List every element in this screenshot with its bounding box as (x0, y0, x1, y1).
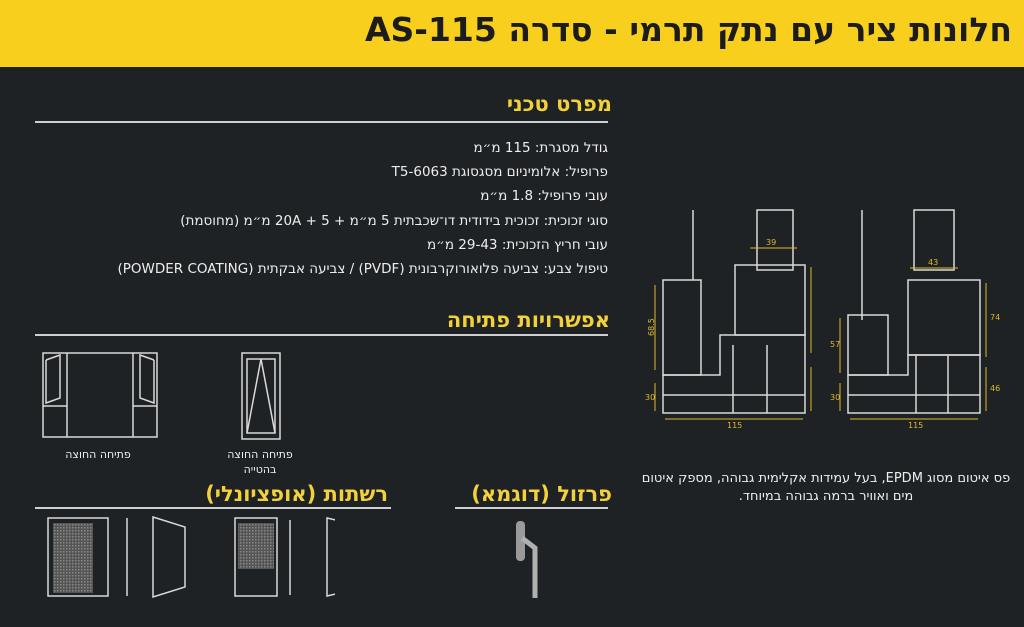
dim-height-left: 68.5 (647, 318, 656, 336)
spec-list: גודל מסגרת: 115 מ״מ פרופיל: אלומיניום מס… (117, 136, 608, 281)
screens-title: רשתות (אופציונלי) (205, 482, 388, 506)
dim-height-top: 74 (990, 313, 1000, 322)
screens-drawing (47, 515, 335, 599)
dim-glass: 39 (766, 238, 776, 247)
dim-glass: 43 (928, 258, 938, 267)
divider (35, 121, 608, 123)
spec-item: עובי חריץ הזכוכית: 29-43 מ״מ (426, 236, 608, 253)
outward-window-drawing (42, 352, 158, 438)
spec-item: פרופיל: אלומיניום מסגסוגת 6063-T5 (391, 164, 608, 181)
dim-bottom-left: 30 (645, 393, 655, 402)
dim-bottom-right: 46 (990, 384, 1000, 393)
page-title: חלונות ציר עם נתק תרמי - סדרה AS-115 (364, 10, 1012, 49)
divider (35, 334, 608, 336)
epdm-note: פס איטום מסוג EPDM, בעל עמידות אקלימית ג… (641, 471, 1011, 504)
tilt-window-drawing (241, 352, 281, 440)
spec-item: טיפול צבע: צביעה פלואורוקרבונית (PVDF) /… (117, 261, 608, 278)
dim-bottom-left: 30 (830, 393, 840, 402)
option-label: פתיחה החוצה בהטייה (227, 448, 293, 476)
dim-height-left: 57 (830, 340, 840, 349)
section-drawing-right: 43 57 74 30 46 115 (830, 209, 1000, 430)
option-label: פתיחה החוצה (65, 448, 131, 461)
section-drawing-left: 39 68.5 96 30 45 115 (645, 209, 812, 430)
spec-item: עובי פרופיל: 1.8 מ״מ (480, 188, 608, 205)
handle-image (516, 521, 538, 598)
dim-width: 115 (727, 421, 742, 430)
spec-item: סוגי זכוכית: זכוכית בידודית דו־שכבתית 5 … (180, 212, 608, 229)
dim-width: 115 (908, 421, 923, 430)
spec-title: מפרט טכני (506, 92, 612, 116)
handle-title: פרזול (דוגמא) (471, 482, 612, 506)
spec-item: גודל מסגרת: 115 מ״מ (473, 140, 608, 156)
divider (35, 507, 391, 509)
opening-title: אפשרויות פתיחה (446, 308, 610, 332)
divider (455, 507, 608, 509)
header-bar: חלונות ציר עם נתק תרמי - סדרה AS-115 (0, 0, 1024, 67)
